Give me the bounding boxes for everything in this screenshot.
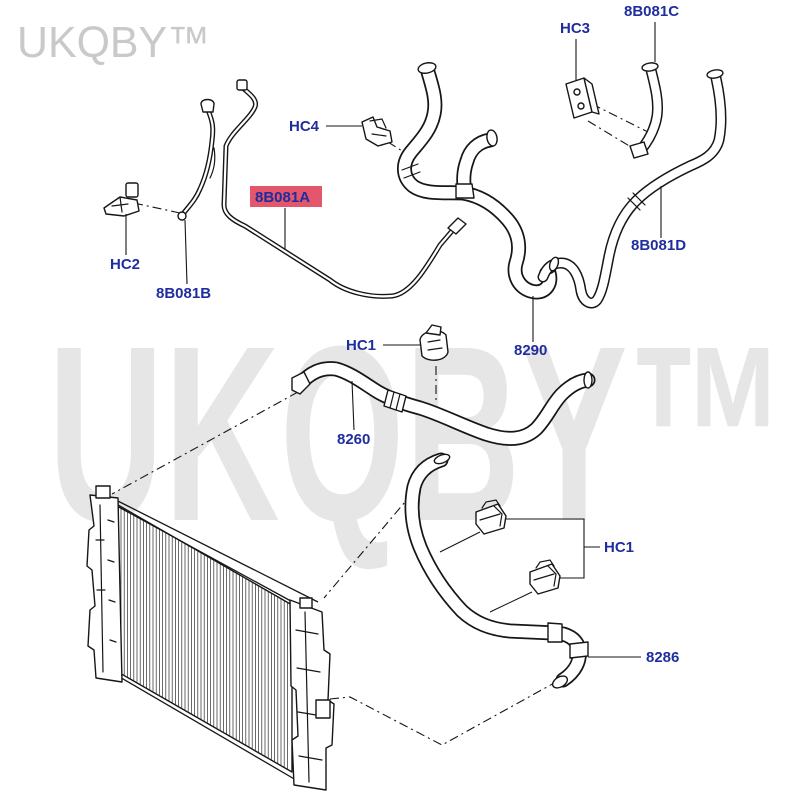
clip-hc3-side <box>583 77 600 115</box>
hose-8290-branch-connector <box>486 129 498 147</box>
radiator-fins <box>120 506 288 770</box>
hose-8290-main-outline <box>404 72 549 292</box>
assembly-dashed-lines <box>111 103 653 746</box>
callout-8b081a-highlight <box>250 186 322 207</box>
radiator-left-bracket <box>95 485 111 499</box>
radiator-left-tank-detail <box>95 504 117 673</box>
dash-8260-to-radiator <box>111 391 299 495</box>
dash-hc3-to-hose-b <box>587 120 637 151</box>
callout-8b081d: 8B081D <box>631 237 686 254</box>
clip-hc1-upper-detail <box>427 339 443 351</box>
clip-hc1-upper-body <box>419 329 449 361</box>
clip-hc1-upper <box>419 324 449 361</box>
radiator-outlet-bracket <box>315 699 331 719</box>
radiator-right-tank <box>289 599 335 791</box>
hose-8b081d-inner <box>543 78 721 303</box>
dash-8286-to-radiator <box>323 463 438 599</box>
clip-hc4-body <box>361 116 393 147</box>
clip-hc1-lower-a <box>475 499 507 535</box>
hose-8290-main-inner <box>404 72 549 292</box>
hose-8b081c <box>629 62 659 159</box>
hose-8b081a-end-connector <box>447 217 467 235</box>
hose-8286-end-connector <box>551 675 569 689</box>
radiator-top-frame <box>99 491 319 603</box>
hose-8290 <box>401 62 557 292</box>
watermark-corner: UKQBY™ <box>17 18 210 67</box>
leader-hc1-lower-a-to-hose <box>439 531 481 553</box>
hose-8b081b-inner <box>181 108 214 216</box>
callout-hc2: HC2 <box>110 256 140 273</box>
clip-hc2-tab <box>125 182 139 198</box>
hose-8286 <box>412 453 589 689</box>
hose-8260-end-connector <box>583 371 593 389</box>
dash-hc3-to-hose-a <box>591 103 653 135</box>
hose-8290-top-connector <box>417 62 437 74</box>
hose-8286-top-connector <box>433 453 451 465</box>
radiator <box>86 485 335 791</box>
hose-8b081d-top-connector <box>706 69 724 79</box>
hose-8286-elbow-ring-2 <box>569 641 589 659</box>
leader-8b081b <box>184 219 188 285</box>
clip-hc1-upper-tab <box>425 324 442 336</box>
radiator-left-tank <box>86 494 123 683</box>
hose-8b081a-top-connector <box>236 79 248 91</box>
hose-8260-clamp-lines <box>389 391 401 411</box>
leader-hc1-lower-bracket <box>506 518 600 579</box>
callout-8b081c: 8B081C <box>624 3 679 20</box>
hose-8b081d-band <box>627 192 646 211</box>
hose-8260-radiator-connector <box>291 371 311 395</box>
radiator-inlet-bracket <box>299 597 313 609</box>
callout-hc1-upper: HC1 <box>346 337 376 354</box>
hose-8b081a <box>224 79 467 296</box>
radiator-top-frame-inner <box>103 498 301 607</box>
dash-hc2-to-hose <box>133 202 181 214</box>
leader-lines <box>125 22 662 658</box>
hose-8b081d-end-connector <box>548 256 560 272</box>
clip-hc3-hole-upper <box>573 88 581 96</box>
hose-8b081b-top-connector <box>200 98 215 113</box>
callout-hc4: HC4 <box>289 118 320 135</box>
clip-hc3-hole-lower <box>577 102 585 110</box>
callout-8290: 8290 <box>514 342 547 359</box>
clip-hc1-lower-b-detail <box>533 559 557 587</box>
callout-labels: HC3 8B081C HC4 8B081A HC2 8B081B 8B081D … <box>110 3 686 666</box>
radiator-right-tank-detail <box>295 611 323 783</box>
clip-hc2 <box>103 182 140 217</box>
clip-hc4-detail <box>369 118 387 137</box>
hose-8b081b-end-connector <box>177 211 187 221</box>
hose-8260 <box>291 369 593 439</box>
clip-hc3 <box>565 77 600 119</box>
callout-hc3: HC3 <box>560 20 590 37</box>
radiator-bottom-frame <box>117 675 297 781</box>
hose-8286-elbow-ring <box>547 622 563 643</box>
hose-8b081c-end-connector <box>629 141 649 159</box>
hose-8b081c-top-connector <box>641 62 659 72</box>
hose-8290-junction <box>455 183 475 199</box>
clip-hc4 <box>361 116 393 147</box>
callout-8b081b: 8B081B <box>156 285 211 302</box>
clip-hc2-detail <box>111 196 129 213</box>
dash-radiator-outlet-to-8286 <box>329 681 557 746</box>
hose-8b081d <box>543 69 724 303</box>
hose-8b081b-side-line <box>209 147 216 179</box>
leader-hc1-lower-b-to-hose <box>489 591 533 613</box>
leader-8260 <box>351 380 355 431</box>
hose-8b081b <box>177 98 216 221</box>
hose-8290-band <box>401 163 421 179</box>
callout-8286: 8286 <box>646 649 679 666</box>
callout-hc1-lower: HC1 <box>604 539 634 556</box>
clip-hc1-lower-b <box>529 559 561 595</box>
callout-8b081a: 8B081A <box>255 189 310 206</box>
callout-8260: 8260 <box>337 431 370 448</box>
clip-hc1-lower-a-detail <box>479 499 503 527</box>
